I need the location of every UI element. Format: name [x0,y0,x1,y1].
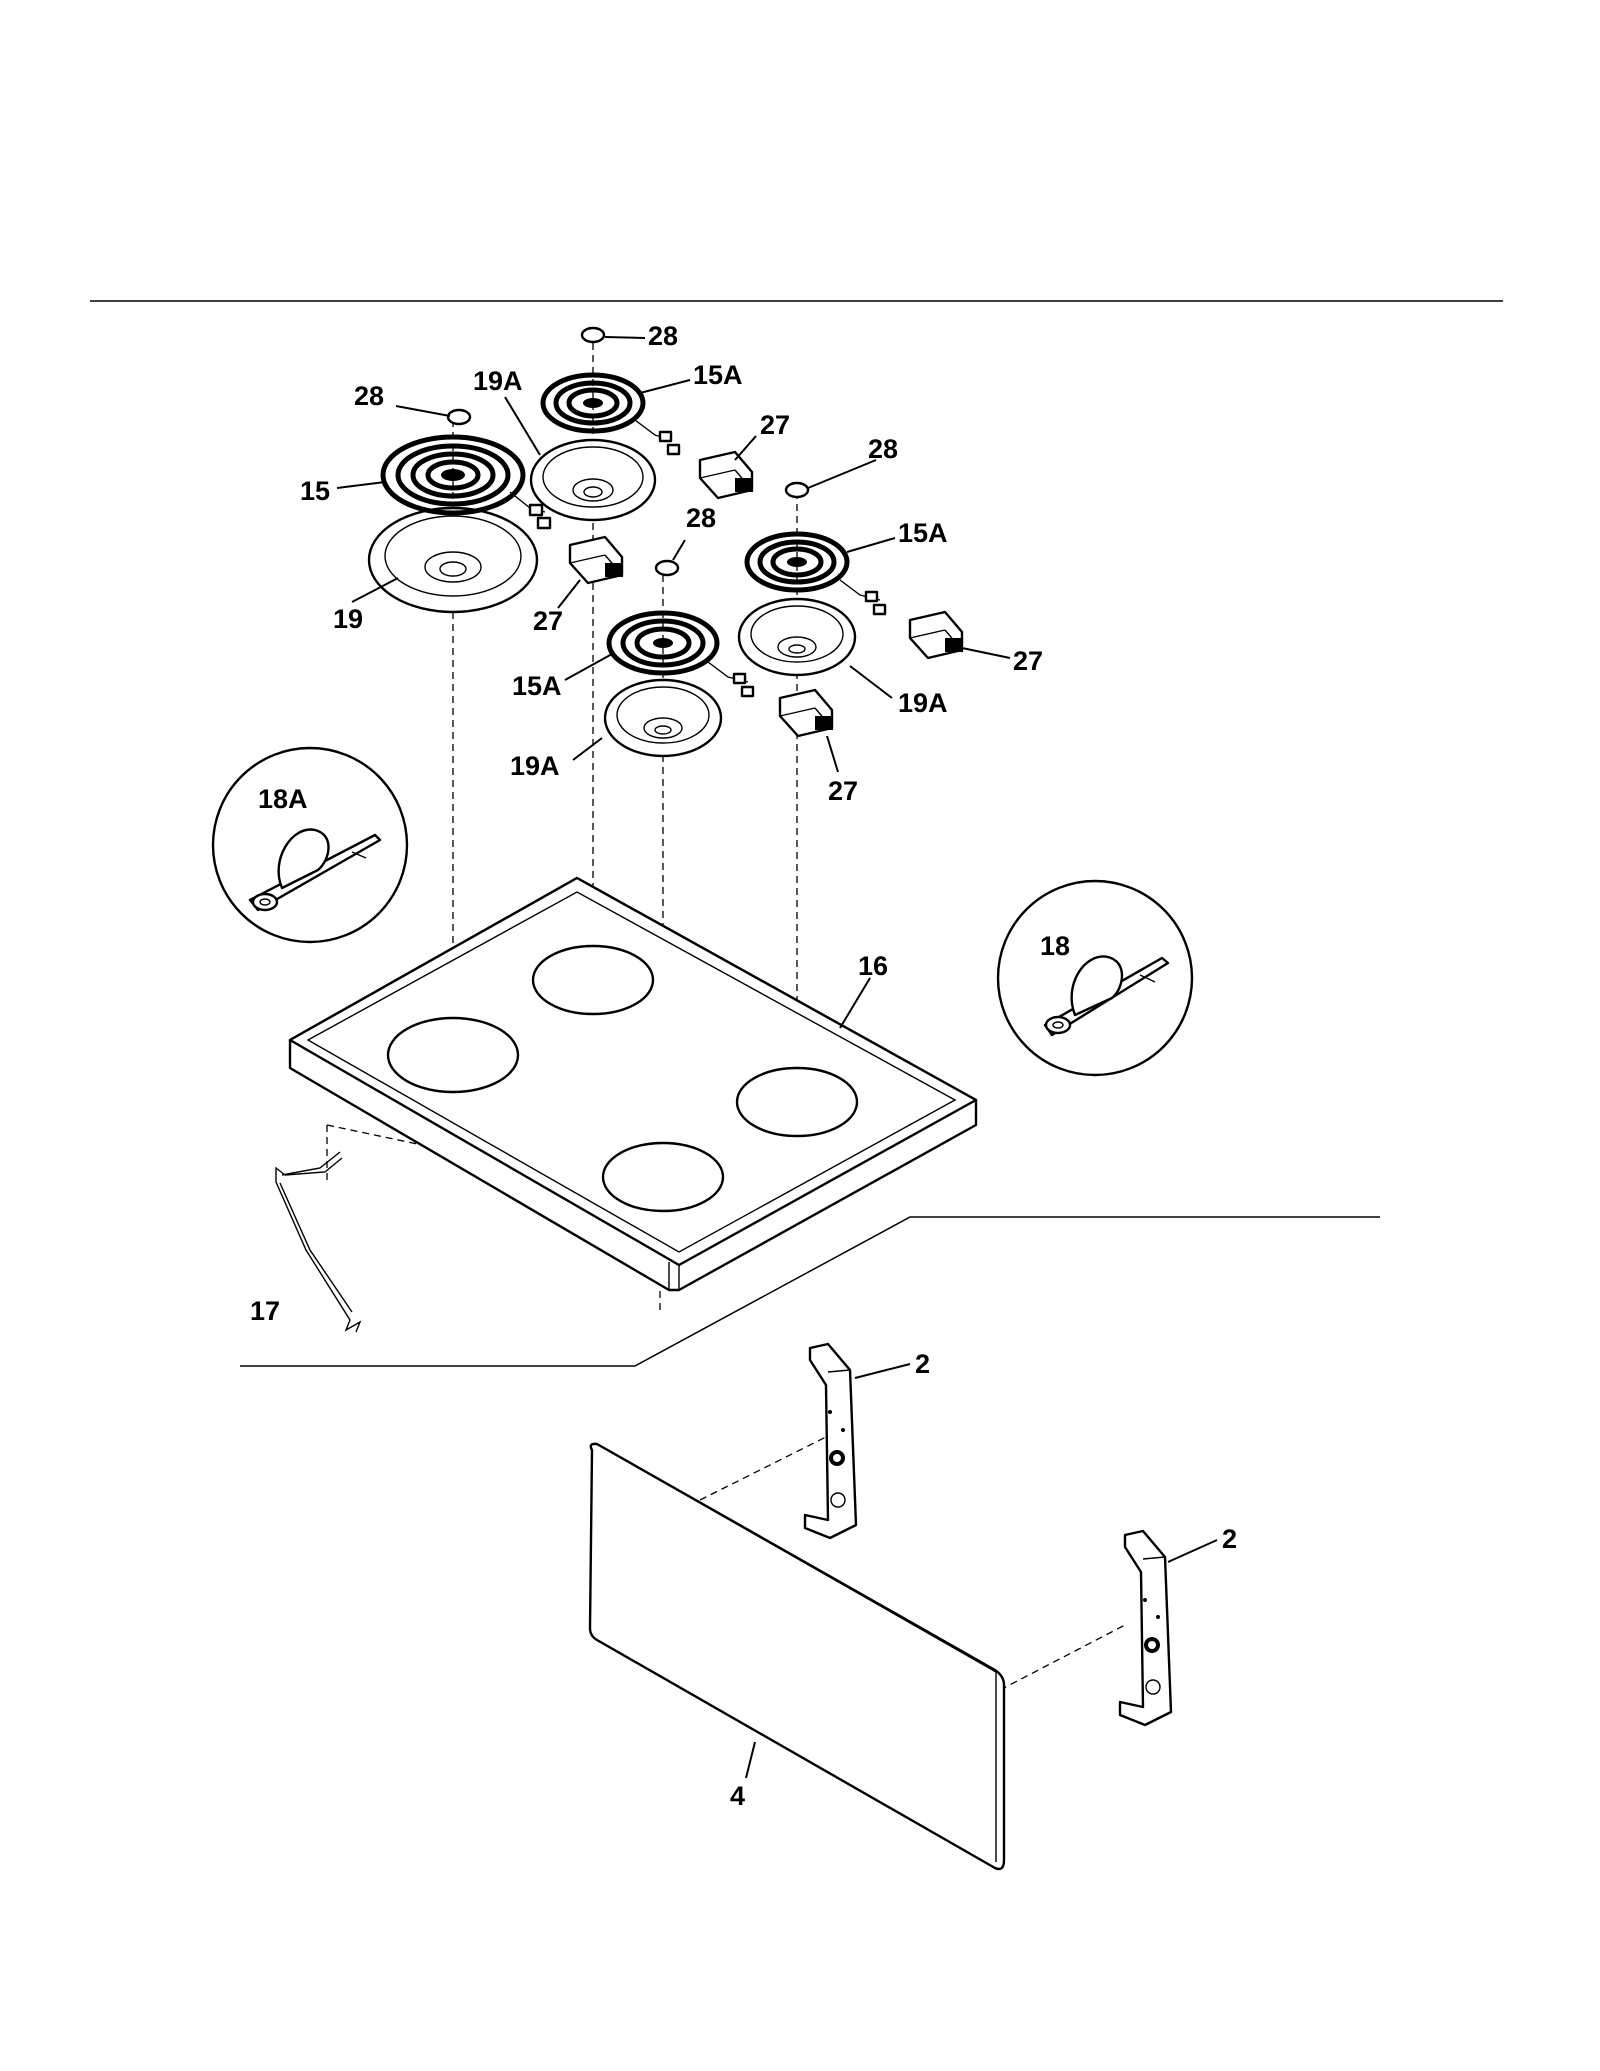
surface-element-15 [380,434,552,530]
receptacle-27-front [778,688,834,738]
inset-bracket-18 [996,879,1194,1077]
callout-19A-top: 19A [473,366,523,396]
callout-2-right: 2 [1222,1524,1237,1554]
callout-17: 17 [250,1296,280,1326]
callout-19A-right: 19A [898,688,948,718]
support-rod-17 [275,1151,362,1333]
section-divider [240,1216,1380,1367]
callout-28-mid: 28 [686,503,716,533]
cooktop-16 [288,876,978,1292]
drip-bowl-19A-top [529,438,657,522]
callout-4: 4 [730,1781,745,1811]
trim-ring-28-right [784,481,810,499]
callout-28-left: 28 [354,381,384,411]
callout-27-front: 27 [828,776,858,806]
receptacle-27-right [908,610,964,660]
callout-19: 19 [333,604,363,634]
callout-19A-front: 19A [510,751,560,781]
surface-element-15A-front [606,610,755,698]
callout-18A: 18A [258,784,308,814]
inset-bracket-18A [211,746,409,944]
callout-18: 18 [1040,931,1070,961]
callout-27-right: 27 [1013,646,1043,676]
callout-2-left: 2 [915,1349,930,1379]
callout-15A-right: 15A [898,518,948,548]
callout-15: 15 [300,476,330,506]
leader-lines [336,336,1218,1779]
callout-labels: 28 15A 28 19A 27 15 28 28 15A 19 27 27 1… [250,321,1237,1811]
kick-panel-4 [588,1442,1006,1871]
callout-16: 16 [858,951,888,981]
surface-element-15A-right [744,531,887,616]
callout-27-top: 27 [760,410,790,440]
drip-bowl-19A-front [603,678,723,758]
surface-element-15A-top [540,372,681,456]
callout-28-top: 28 [648,321,678,351]
trim-ring-28-mid [654,559,680,577]
bracket-2-left [803,1342,858,1540]
receptacle-27-left [568,535,624,585]
drip-bowl-19 [367,506,539,614]
drip-bowl-19A-right [737,597,857,677]
trim-ring-28-left [446,408,472,426]
callout-28-right: 28 [868,434,898,464]
trim-ring-28-top [580,326,606,344]
callout-15A-top: 15A [693,360,743,390]
callout-27-left: 27 [533,606,563,636]
callout-15A-front: 15A [512,671,562,701]
receptacle-27-top [698,450,754,500]
bracket-2-right [1118,1529,1173,1727]
